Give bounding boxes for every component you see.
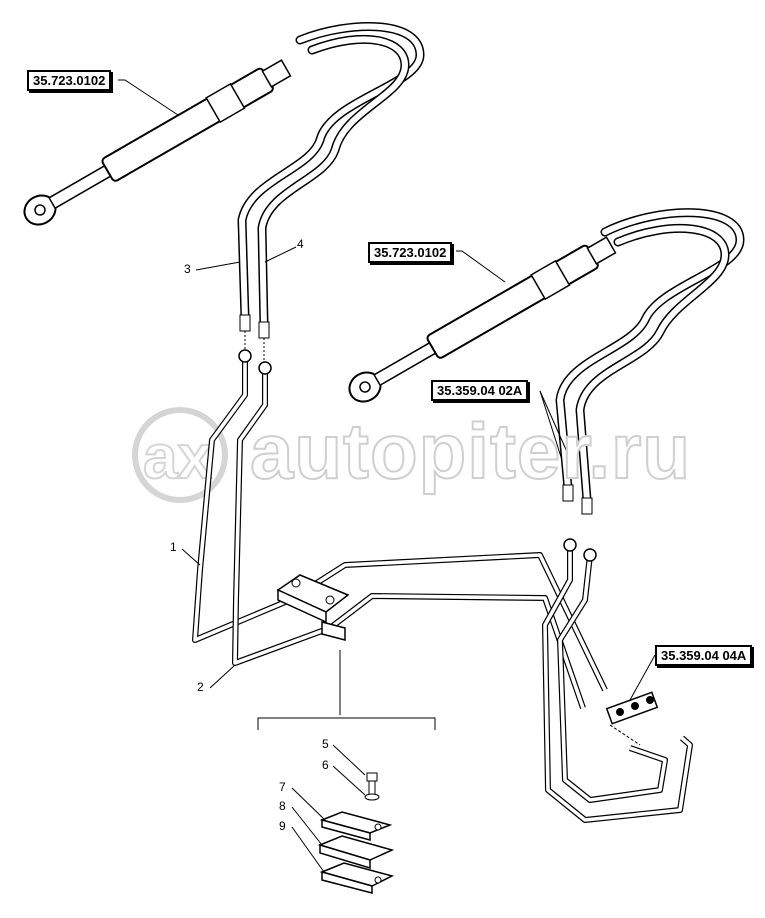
left-cylinder: [23, 59, 292, 226]
coupler-block: [605, 691, 659, 746]
right-hoses: [555, 208, 745, 515]
item-number-3: 3: [184, 262, 191, 276]
item-number-6: 6: [322, 758, 329, 772]
watermark-logo: ax: [132, 407, 228, 503]
item-number-5: 5: [322, 737, 329, 751]
detail-callout: [257, 650, 436, 894]
item-number-2: 2: [197, 680, 204, 694]
pipe-clamp: [276, 574, 350, 641]
leader-lines: [118, 79, 656, 873]
svg-text:ax: ax: [143, 423, 212, 492]
ref-hoses-right[interactable]: 35.359.04 02A: [431, 380, 529, 401]
pipes: [192, 349, 693, 823]
left-hoses: [237, 22, 425, 360]
ref-coupler-block[interactable]: 35.359.04 04A: [655, 645, 753, 666]
ref-cylinder-right[interactable]: 35.723.0102: [368, 242, 453, 263]
item-number-9: 9: [279, 819, 286, 833]
item-number-4: 4: [297, 237, 304, 251]
item-number-1: 1: [170, 540, 177, 554]
watermark-text: autopiter.ru: [249, 407, 692, 495]
ref-cylinder-left[interactable]: 35.723.0102: [27, 70, 112, 91]
item-number-7: 7: [279, 780, 286, 794]
right-cylinder: [348, 236, 617, 403]
item-number-8: 8: [279, 799, 286, 813]
